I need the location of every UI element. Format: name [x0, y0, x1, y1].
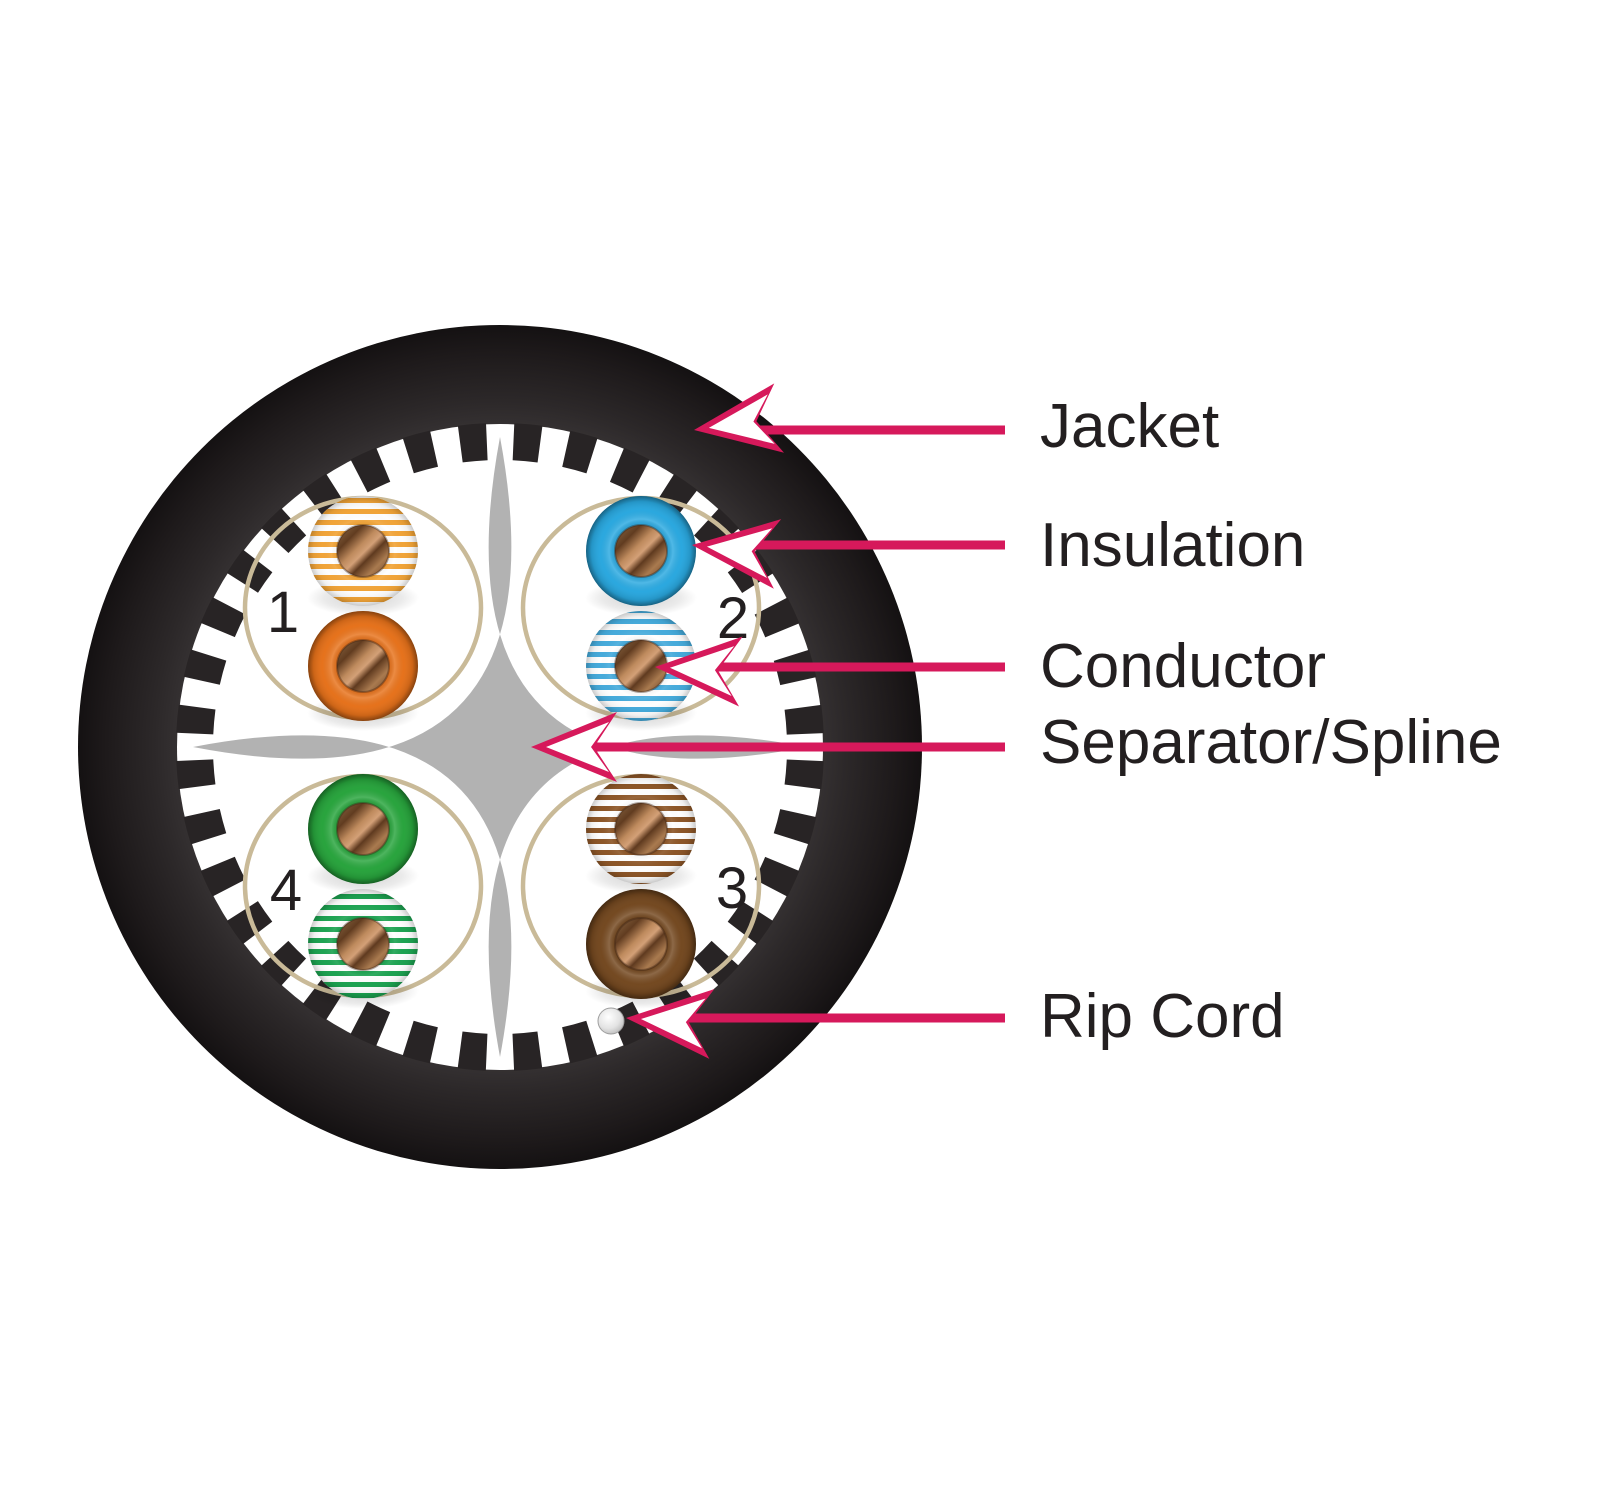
conductor [336, 524, 390, 578]
pair2 [585, 496, 697, 731]
conductor [614, 802, 668, 856]
label-jacket: Jacket [1040, 392, 1219, 461]
rip-cord [597, 1007, 625, 1035]
pair4 [307, 774, 419, 1009]
pair1 [307, 496, 419, 731]
pair1-number: 1 [267, 580, 299, 645]
pair3-number: 3 [716, 856, 748, 921]
conductor [336, 639, 390, 693]
pair3 [585, 774, 697, 1009]
separator-spline [193, 437, 807, 1057]
label-rip-cord: Rip Cord [1040, 982, 1285, 1051]
label-separator-spline: Separator/Spline [1040, 708, 1502, 777]
callout-arrows [531, 383, 1005, 1059]
label-insulation: Insulation [1040, 511, 1305, 580]
conductor [614, 524, 668, 578]
label-conductor: Conductor [1040, 632, 1326, 701]
conductor [336, 917, 390, 971]
conductor [614, 917, 668, 971]
pair4-number: 4 [270, 858, 302, 923]
conductor [336, 802, 390, 856]
